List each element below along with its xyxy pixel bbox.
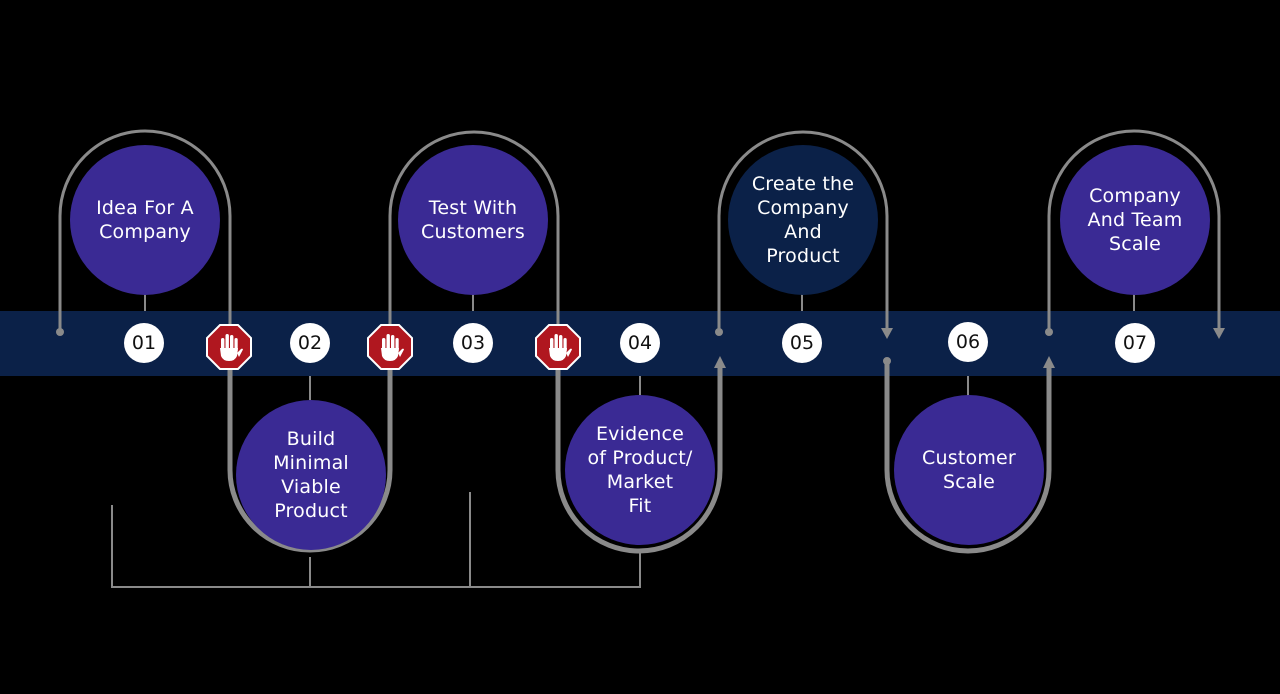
stage-03-number-badge: 03 [453,323,493,363]
grouping-bracket [111,505,641,588]
stage-02-circle: Build Minimal Viable Product [236,400,386,550]
stage-02-number-badge: 02 [290,323,330,363]
stage-01-label: Idea For A Company [96,197,194,243]
stage-04-number: 04 [627,332,653,354]
stage-04-circle: Evidence of Product/ Market Fit [565,395,715,545]
stop-hand-icon [206,324,252,370]
stage-05-number: 05 [789,332,815,354]
stage-06-number: 06 [955,331,981,353]
stage-06-number-badge: 06 [948,322,988,362]
stage-05-label: Create the Company And Product [751,173,855,267]
stage-07-circle: Company And Team Scale [1060,145,1210,295]
stage-02-number: 02 [297,332,323,354]
stage-04-number-badge: 04 [620,323,660,363]
stop-hand-icon [367,324,413,370]
stage-06-circle: Customer Scale [894,395,1044,545]
stop-hand-icon [535,324,581,370]
stage-03-number: 03 [460,332,486,354]
stage-05-number-badge: 05 [782,323,822,363]
stage-01-number: 01 [131,332,157,354]
stage-06-label: Customer Scale [922,447,1016,493]
stage-01-circle: Idea For A Company [70,145,220,295]
stage-03-label: Test With Customers [421,197,525,243]
stage-07-number-badge: 07 [1115,323,1155,363]
stage-07-label: Company And Team Scale [1087,185,1183,255]
stage-03-circle: Test With Customers [398,145,548,295]
stage-02-label: Build Minimal Viable Product [273,428,349,522]
stage-01-number-badge: 01 [124,323,164,363]
stage-07-number: 07 [1122,332,1148,354]
stage-05-circle: Create the Company And Product [728,145,878,295]
stage-04-label: Evidence of Product/ Market Fit [587,423,693,517]
